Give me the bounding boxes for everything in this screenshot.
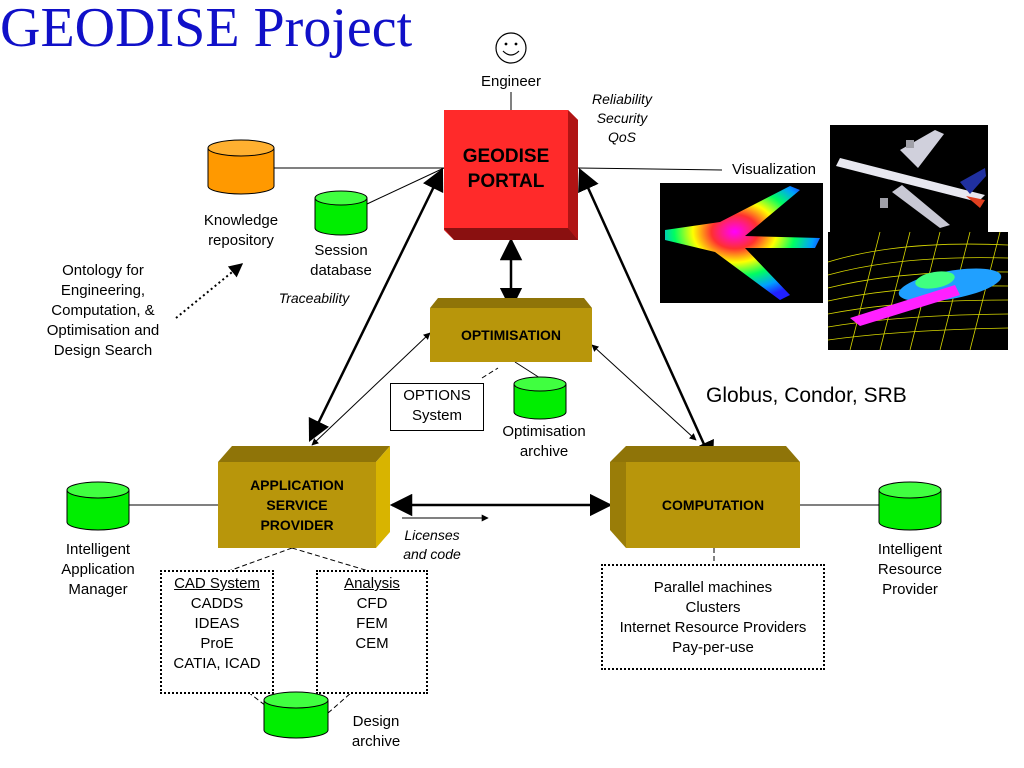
knowledge-repository-label: Knowledge repository bbox=[186, 211, 296, 251]
portal-label: GEODISE PORTAL bbox=[444, 138, 568, 200]
ontology-line5: Design Search bbox=[53, 342, 153, 359]
cad-item: IDEAS bbox=[194, 615, 240, 632]
knowledge-repository-line2: repository bbox=[208, 232, 274, 249]
design-archive-label: Design archive bbox=[336, 712, 416, 752]
session-database-line1: Session bbox=[314, 242, 368, 259]
computation-label: COMPUTATION bbox=[661, 497, 765, 513]
cad-system-box: CAD System CADDS IDEAS ProE CATIA, ICAD bbox=[160, 570, 274, 694]
ontology-label: Ontology for Engineering, Computation, &… bbox=[28, 261, 178, 361]
grid-tools-label: Globus, Condor, SRB bbox=[706, 384, 907, 407]
asp-label-line3: PROVIDER bbox=[260, 517, 334, 533]
portal-label-line1: GEODISE bbox=[462, 146, 550, 167]
intelligent-resource-provider-db bbox=[878, 481, 942, 531]
knowledge-repository-db bbox=[207, 139, 275, 195]
ontology-line2: Engineering, bbox=[60, 282, 146, 299]
licenses-label: Licenses and code bbox=[392, 526, 472, 564]
intelligent-app-manager-line2: Application bbox=[61, 561, 135, 578]
resource-item: Pay-per-use bbox=[672, 639, 754, 656]
engineer-label: Engineer bbox=[480, 73, 542, 90]
asp-label: APPLICATION SERVICE PROVIDER bbox=[218, 462, 376, 548]
intelligent-resource-provider-label: Intelligent Resource Provider bbox=[858, 540, 962, 600]
cad-item: CATIA, ICAD bbox=[173, 655, 261, 672]
ontology-line3: Computation, & bbox=[51, 302, 155, 319]
intelligent-app-manager-label: Intelligent Application Manager bbox=[46, 540, 150, 600]
ontology-line4: Optimisation and bbox=[46, 322, 160, 339]
intelligent-resource-provider-line2: Resource bbox=[877, 561, 943, 578]
resource-item: Internet Resource Providers bbox=[619, 619, 807, 636]
resource-item: Clusters bbox=[685, 599, 741, 616]
analysis-item: FEM bbox=[356, 615, 388, 632]
optimisation-box bbox=[430, 298, 592, 362]
smiley-icon bbox=[495, 32, 527, 64]
aircraft-photo-image bbox=[830, 125, 988, 235]
qos-label: QoS bbox=[607, 129, 636, 145]
cad-item: ProE bbox=[200, 635, 234, 652]
optimisation-archive-label: Optimisation archive bbox=[490, 422, 598, 462]
design-archive-line2: archive bbox=[351, 733, 401, 750]
cad-item: CADDS bbox=[190, 595, 244, 612]
licenses-line1: Licenses bbox=[404, 527, 460, 543]
analysis-box: Analysis CFD FEM CEM bbox=[316, 570, 428, 694]
knowledge-repository-line1: Knowledge bbox=[203, 212, 279, 229]
options-system-line1: OPTIONS bbox=[403, 387, 471, 404]
session-database-label: Session database bbox=[296, 241, 386, 281]
optimisation-archive-db bbox=[513, 376, 567, 420]
mesh-simulation-image bbox=[827, 231, 1009, 351]
asp-label-line2: SERVICE bbox=[266, 497, 328, 513]
wing-pressure-plot-image bbox=[660, 183, 823, 303]
security-label: Security bbox=[596, 110, 648, 126]
design-archive-line1: Design bbox=[352, 713, 400, 730]
portal-box bbox=[444, 110, 578, 240]
optimisation-label: OPTIMISATION bbox=[460, 327, 562, 343]
intelligent-app-manager-line3: Manager bbox=[68, 581, 128, 598]
arrow-optimisation-computation bbox=[591, 344, 697, 441]
analysis-heading: Analysis bbox=[344, 575, 400, 592]
intelligent-resource-provider-line3: Provider bbox=[882, 581, 938, 598]
qos-labels: Reliability Security QoS bbox=[580, 90, 664, 147]
arrow-optimisation-asp bbox=[311, 332, 431, 446]
design-archive-db bbox=[263, 691, 329, 739]
intelligent-resource-provider-line1: Intelligent bbox=[877, 541, 943, 558]
asp-label-line1: APPLICATION bbox=[250, 477, 344, 493]
traceability-label: Traceability bbox=[278, 290, 350, 306]
session-db bbox=[314, 190, 368, 236]
analysis-item: CEM bbox=[355, 635, 389, 652]
asp-box bbox=[218, 446, 390, 548]
visualization-label: Visualization bbox=[732, 161, 816, 178]
computation-box bbox=[610, 446, 800, 548]
resource-item: Parallel machines bbox=[653, 579, 773, 596]
portal-label-line2: PORTAL bbox=[467, 171, 545, 192]
analysis-item: CFD bbox=[356, 595, 388, 612]
arrow-ontology bbox=[175, 263, 244, 319]
cad-system-heading: CAD System bbox=[174, 575, 260, 592]
page-title: GEODISE Project bbox=[0, 0, 413, 59]
licenses-line2: and code bbox=[403, 546, 461, 562]
intelligent-app-manager-db bbox=[66, 481, 130, 531]
reliability-label: Reliability bbox=[592, 91, 652, 107]
ontology-line1: Ontology for bbox=[62, 262, 144, 279]
options-system-line2: System bbox=[411, 407, 462, 424]
session-database-line2: database bbox=[310, 262, 372, 279]
optimisation-archive-line2: archive bbox=[519, 443, 569, 460]
intelligent-app-manager-line1: Intelligent bbox=[65, 541, 131, 558]
resources-box: Parallel machines Clusters Internet Reso… bbox=[601, 564, 825, 670]
options-system-box: OPTIONS System bbox=[390, 383, 484, 431]
optimisation-archive-line1: Optimisation bbox=[502, 423, 586, 440]
